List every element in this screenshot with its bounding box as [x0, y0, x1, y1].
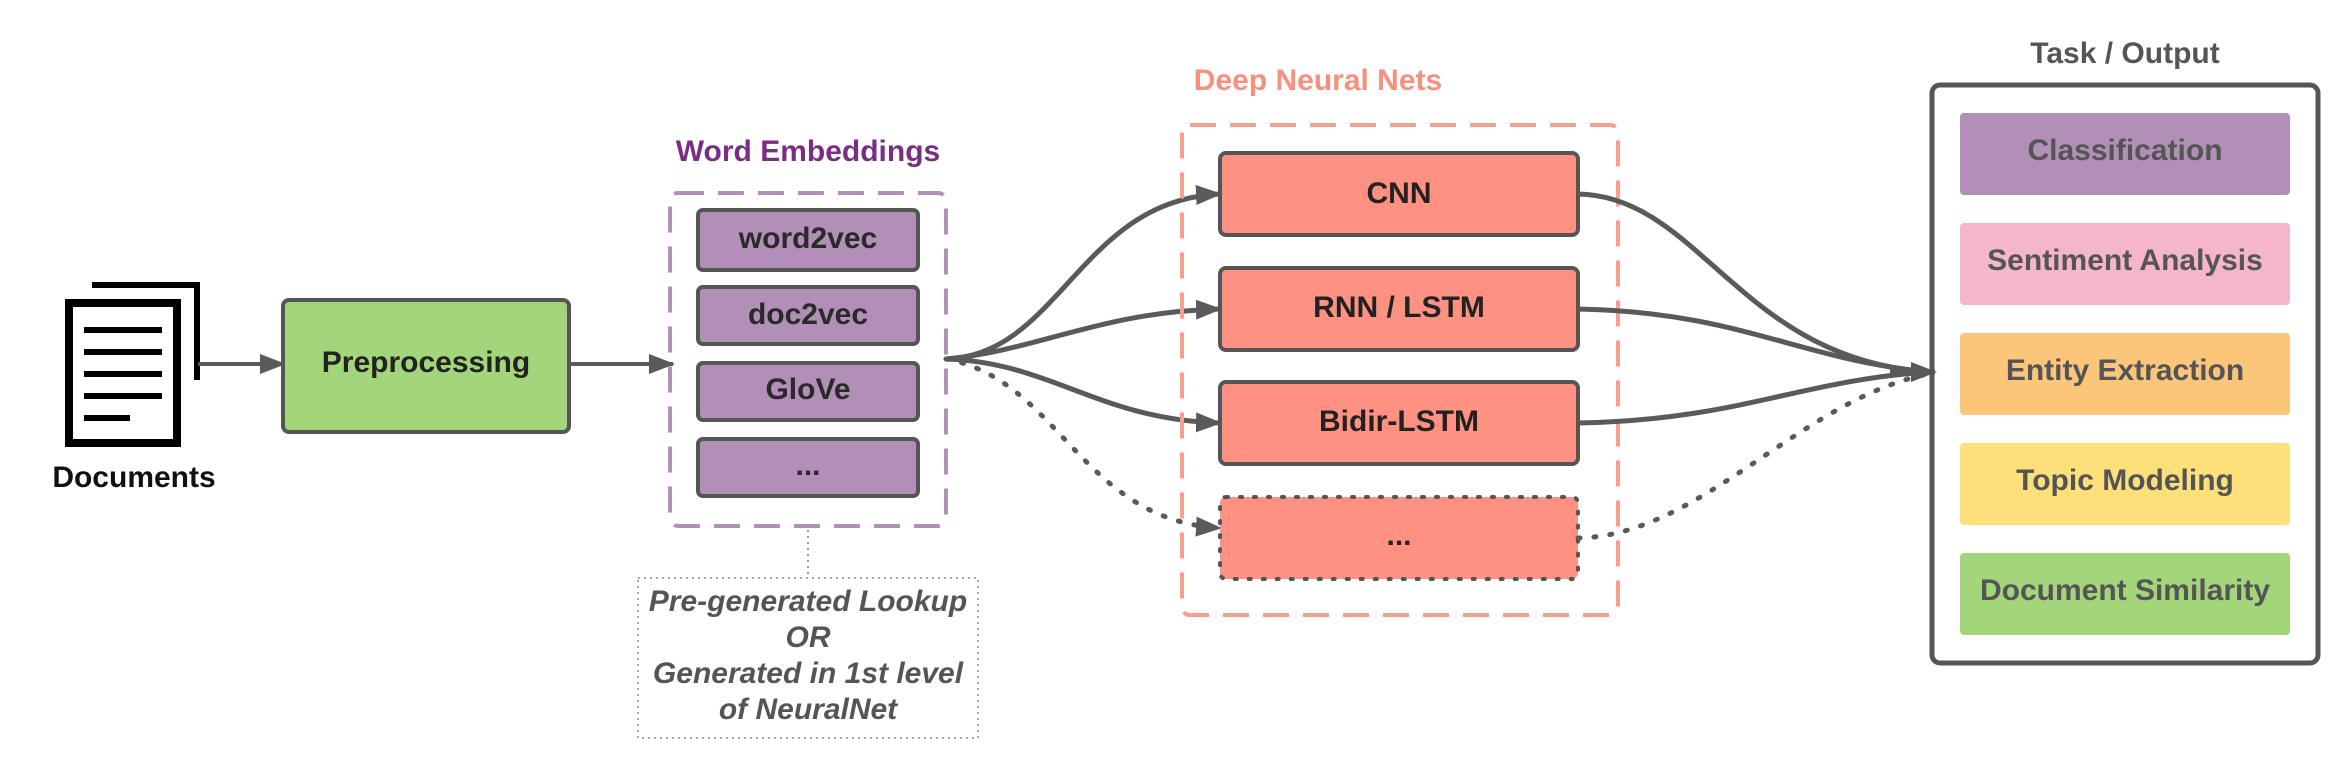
connector-to-ellipsis: [943, 356, 1223, 537]
networks-group-frame: [1180, 123, 1620, 617]
embeddings-note: Pre-generated Lookup OR Generated in 1st…: [649, 585, 967, 726]
note-line-2: OR: [786, 621, 831, 654]
tasks-title: Task / Output: [2030, 37, 2219, 70]
network-label-bidir: Bidir-LSTM: [1319, 405, 1479, 438]
embedding-box-word2vec: [696, 208, 920, 272]
task-label-classification: Classification: [2027, 134, 2222, 167]
embeddings-to-networks-connectors: [943, 185, 1223, 537]
network-label-ellipsis: ...: [1386, 519, 1411, 552]
networks-title: Deep Neural Nets: [1194, 64, 1442, 97]
note-line-1: Pre-generated Lookup: [649, 585, 967, 618]
task-label-entity: Entity Extraction: [2006, 354, 2244, 387]
preprocessing-label: Preprocessing: [322, 346, 530, 379]
documents-label: Documents: [52, 461, 215, 494]
task-box-sentiment: [1960, 223, 2290, 305]
embedding-box-doc2vec: [696, 285, 920, 346]
embeddings-items: word2vec doc2vec GloVe ...: [696, 208, 920, 498]
network-label-cnn: CNN: [1367, 177, 1432, 210]
connector-to-cnn: [945, 185, 1222, 362]
task-box-entity: [1960, 333, 2290, 415]
tasks-items: Classification Sentiment Analysis Entity…: [1960, 113, 2290, 635]
connector-to-rnn: [945, 299, 1222, 362]
network-label-rnn: RNN / LSTM: [1313, 291, 1485, 324]
embedding-label-ellipsis: ...: [795, 449, 820, 482]
task-box-classification: [1960, 113, 2290, 195]
embedding-label-glove: GloVe: [765, 373, 850, 406]
embeddings-note-frame: [637, 577, 979, 739]
connector-to-bidir: [945, 356, 1222, 433]
connector-bidir-to-tasks: [1577, 369, 1931, 426]
connector-cnn-to-tasks: [1577, 191, 1931, 375]
embeddings-title: Word Embeddings: [676, 135, 940, 168]
task-box-similarity: [1960, 553, 2290, 635]
task-label-topic: Topic Modeling: [2016, 464, 2234, 497]
networks-to-tasks-connectors: [1575, 191, 1937, 541]
connector-ellipsis-to-tasks: [1575, 371, 1931, 541]
task-label-sentiment: Sentiment Analysis: [1987, 244, 2263, 277]
task-box-topic: [1960, 443, 2290, 525]
task-label-similarity: Document Similarity: [1980, 574, 2270, 607]
tasks-group-frame: [1929, 82, 2321, 666]
connector-rnn-to-tasks: [1577, 306, 1931, 375]
note-line-3: Generated in 1st level: [653, 657, 964, 690]
embedding-box-glove: [696, 361, 920, 422]
embedding-label-doc2vec: doc2vec: [748, 298, 868, 331]
embedding-box-ellipsis: [696, 437, 920, 498]
note-line-4: of NeuralNet: [719, 693, 899, 726]
networks-items: CNN RNN / LSTM Bidir-LSTM ...: [1218, 151, 1580, 581]
documents-icon: [65, 282, 200, 447]
embeddings-group-frame: [668, 191, 948, 528]
embedding-label-word2vec: word2vec: [738, 222, 877, 255]
